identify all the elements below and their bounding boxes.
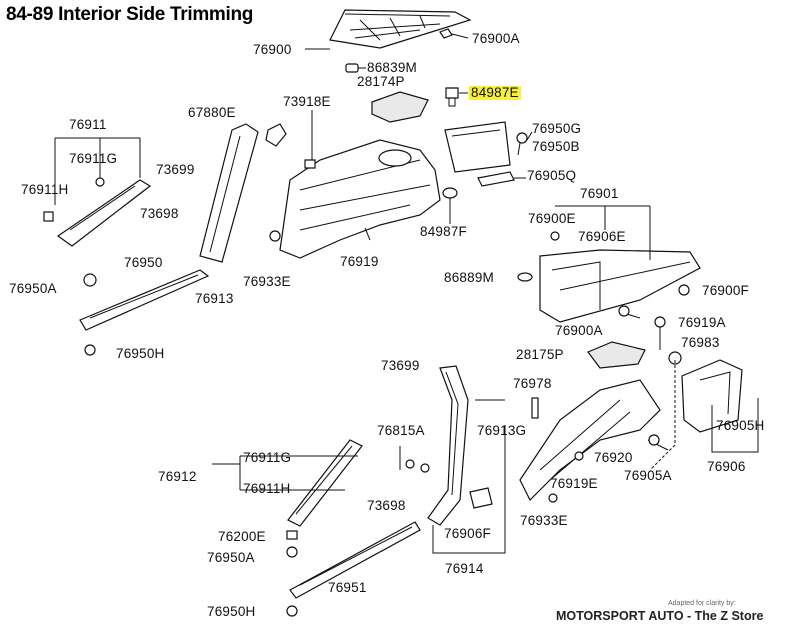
side-trim-76919 [279, 139, 441, 259]
label-67880e: 67880E [188, 105, 236, 120]
screw-76900a-top [439, 28, 469, 39]
label-76905q: 76905Q [527, 168, 577, 183]
label-76919e: 76919E [550, 476, 598, 491]
label-76900e: 76900E [528, 211, 576, 226]
clip-76950h-top [84, 344, 96, 356]
clip-86889m [517, 272, 533, 282]
clip-86839m [345, 63, 366, 73]
label-76950g: 76950G [532, 121, 582, 136]
label-84987f: 84987F [420, 224, 467, 239]
lid-28174p [371, 91, 429, 123]
bracket-76978 [531, 397, 539, 419]
clip-76950a-top [83, 273, 97, 287]
label-76900a-top: 76900A [472, 31, 520, 46]
label-76933e-top: 76933E [243, 274, 291, 289]
label-76978: 76978 [513, 376, 552, 391]
label-76950h-top: 76950H [116, 346, 165, 361]
cap-84987e [445, 87, 468, 107]
screw-76905a [647, 434, 669, 451]
rear-upper-trim-part [329, 9, 472, 49]
clip-76911h-top [43, 211, 54, 222]
label-76919: 76919 [340, 254, 379, 269]
label-76901: 76901 [580, 186, 619, 201]
clip-76950h-bot [286, 605, 298, 617]
label-76906: 76906 [707, 459, 746, 474]
label-76900f: 76900F [702, 283, 749, 298]
label-86839m: 86839M [367, 60, 417, 75]
label-84987e: 84987E [469, 85, 521, 100]
label-76950a-top: 76950A [9, 281, 57, 296]
label-76950: 76950 [124, 255, 163, 270]
label-76911h-bot: 76911H [243, 481, 291, 496]
screw-76900a-mid [618, 305, 641, 319]
label-76950a-bot: 76950A [207, 550, 255, 565]
trim-76920 [519, 379, 661, 502]
label-76911: 76911 [69, 117, 107, 132]
label-76900: 76900 [253, 42, 292, 57]
label-76920: 76920 [594, 450, 633, 465]
trim-76911 [56, 179, 152, 247]
pocket-76950g [444, 121, 511, 173]
label-73698-top: 73698 [140, 206, 179, 221]
label-76913g: 76913G [477, 423, 527, 438]
strip-76905q [477, 171, 526, 187]
label-76911h-top: 76911H [21, 182, 69, 197]
label-76905h: 76905H [716, 418, 765, 433]
clip-76950a-bot [286, 546, 298, 558]
label-76914: 76914 [445, 561, 484, 576]
plug-84987f [442, 187, 458, 224]
clip-76200e [286, 530, 298, 540]
label-76933e-bot: 76933E [520, 513, 568, 528]
label-76950h-bot: 76950H [207, 604, 256, 619]
label-76983: 76983 [681, 335, 720, 350]
credit-adapted: Adapted for clarity by: [668, 600, 736, 607]
clip-76900e [550, 231, 560, 241]
pillar-73699-top [199, 123, 259, 263]
label-76951: 76951 [328, 580, 367, 595]
clip-76983 [668, 351, 682, 365]
label-76919a: 76919A [678, 315, 726, 330]
label-76200e: 76200E [218, 529, 266, 544]
clip-76911g-top [95, 177, 105, 187]
trim-76912 [287, 439, 363, 527]
label-28175p: 28175P [516, 347, 564, 362]
label-76912: 76912 [158, 469, 197, 484]
screw-73918e [304, 110, 316, 169]
label-76906f: 76906F [444, 526, 491, 541]
trim-76901 [539, 249, 701, 323]
screw-76950b [516, 131, 533, 156]
label-28174p: 28174P [357, 74, 405, 89]
label-76950b: 76950B [532, 139, 580, 154]
label-76900a-mid: 76900A [555, 323, 603, 338]
box-76906 [681, 359, 743, 433]
sill-76950-top [79, 269, 210, 331]
clip-76933e-bot [548, 493, 558, 503]
lid-28175p [587, 341, 646, 369]
credit-store: MOTORSPORT AUTO - The Z Store [556, 609, 764, 623]
label-76905a: 76905A [624, 468, 672, 483]
label-76913-top: 76913 [195, 291, 234, 306]
bracket-76906f [469, 487, 493, 509]
sill-76951 [289, 521, 421, 599]
label-73918e: 73918E [283, 94, 331, 109]
page-title: 84-89 Interior Side Trimming [6, 4, 254, 25]
label-76911g-top: 76911G [69, 151, 118, 166]
label-76815a: 76815A [377, 423, 425, 438]
clip-76933e-top [269, 230, 281, 242]
label-73699-bot: 73699 [381, 358, 420, 373]
screw-76919a [654, 316, 666, 350]
label-76906e: 76906E [578, 229, 626, 244]
label-76911g-bot: 76911G [243, 450, 292, 465]
clip-67880e [265, 123, 287, 147]
label-73699-top: 73699 [156, 162, 195, 177]
clip-76919e [574, 451, 584, 461]
label-86889m: 86889M [444, 270, 494, 285]
clip-76900f [678, 284, 690, 296]
screw-76815a [399, 446, 430, 473]
pillar-73699-bot [427, 365, 469, 526]
label-73698-bot: 73698 [367, 498, 406, 513]
